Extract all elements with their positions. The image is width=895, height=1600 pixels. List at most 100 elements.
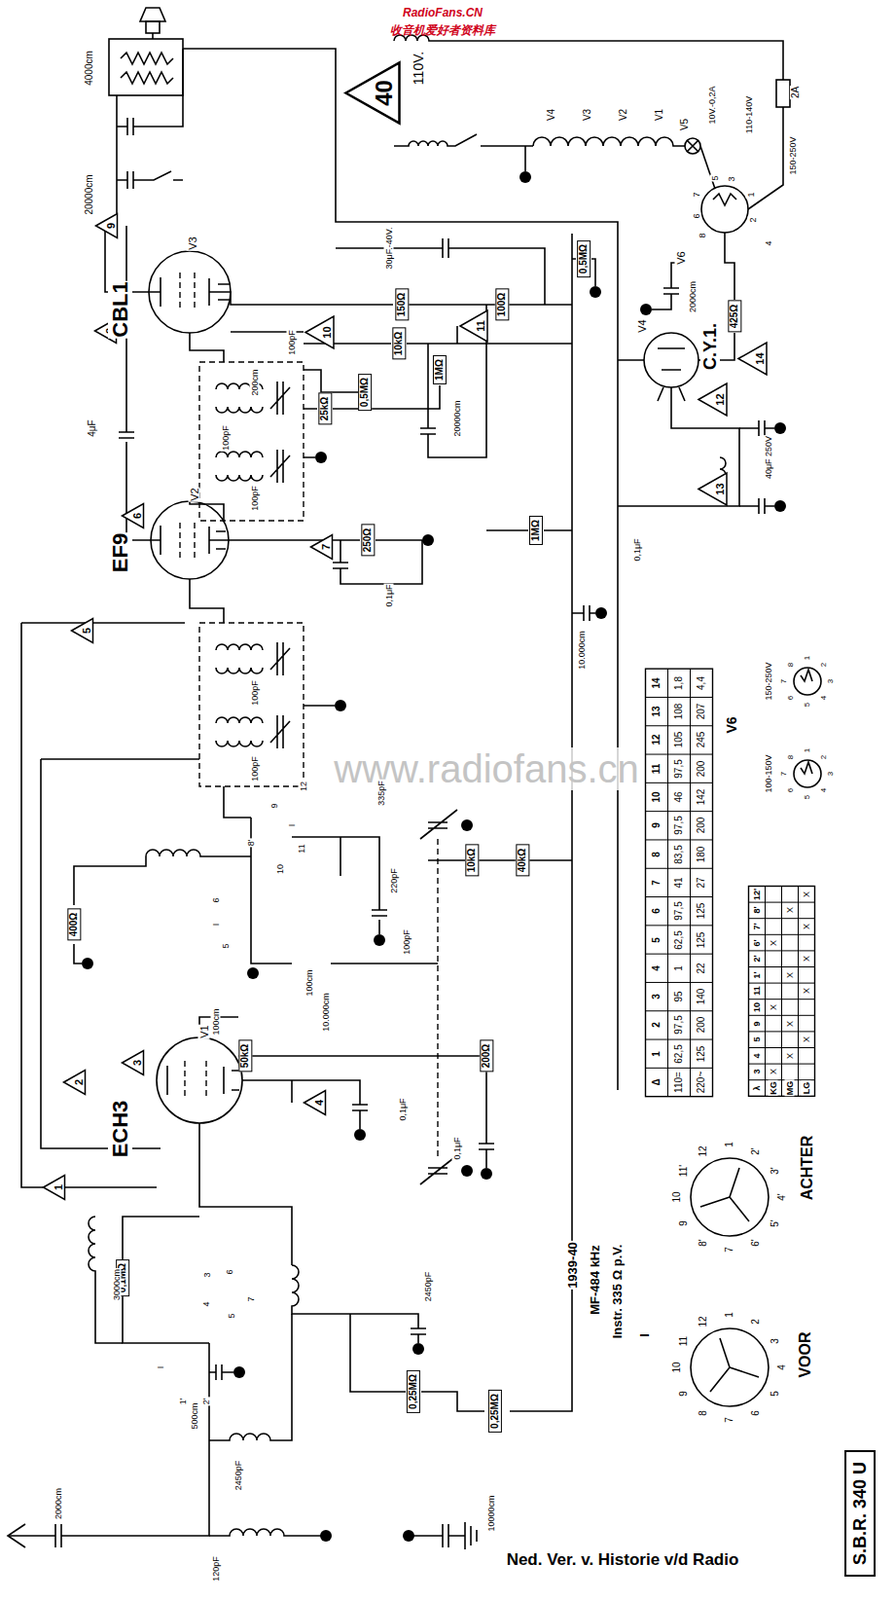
label-text: 2: [819, 661, 828, 668]
label-text: 12: [650, 733, 662, 747]
schematic-label: X: [802, 954, 812, 963]
label-text: 1: [802, 747, 812, 753]
triangle-outline: [738, 342, 767, 375]
ground-dot: [422, 534, 434, 546]
wire: [478, 1070, 495, 1168]
wire: [700, 145, 716, 189]
schematic-label: 3: [826, 678, 835, 684]
schematic-label: 220~: [696, 1070, 707, 1095]
ground-dot: [334, 699, 347, 712]
label-text: 6: [691, 212, 702, 219]
label-text: 6: [786, 787, 795, 793]
label-text: 150-250V: [763, 660, 774, 701]
schematic-label: 7: [724, 1245, 735, 1253]
resistor-box: 100Ω: [495, 288, 509, 322]
label-text: 3: [726, 175, 737, 182]
schematic-label: 0,1μF: [398, 1096, 408, 1121]
label-text: 6: [786, 694, 795, 701]
ground-dot: [412, 1342, 425, 1355]
schematic-label: 5: [803, 701, 812, 708]
schematic-label: 3: [651, 992, 662, 1001]
schematic-label: X: [769, 1002, 779, 1011]
wire: [408, 1521, 477, 1549]
component-outline: [800, 669, 813, 681]
label-text: 4: [751, 1051, 762, 1059]
schematic-label: 97,5: [674, 815, 684, 836]
wire: [145, 849, 251, 857]
resistor-box: 50kΩ: [238, 1039, 252, 1073]
table-rule: [645, 753, 714, 755]
wire-connector: [408, 303, 496, 306]
label-text: 207: [695, 702, 707, 721]
schematic-label: 6: [787, 787, 795, 793]
node-text: 40: [372, 79, 396, 107]
label-text: 1': [178, 1396, 188, 1406]
label-text: V4: [636, 318, 648, 333]
label-text: 41: [673, 875, 684, 889]
label-text: 7: [723, 1415, 735, 1424]
label-text: 4,4: [695, 675, 707, 691]
test-point-triangle: 40: [345, 61, 401, 124]
schematic-label: 2: [751, 1317, 761, 1325]
schematic-label: 6': [752, 937, 762, 947]
schematic-label: 10: [276, 862, 286, 875]
schematic-label: 62,5: [674, 1042, 684, 1064]
schematic-label: 0,1μF: [385, 582, 394, 608]
label-text: 10: [751, 1001, 762, 1013]
label-text: 10000cm: [486, 1493, 497, 1532]
label-text: X: [768, 938, 779, 947]
ground-dot: [233, 1365, 246, 1378]
schematic-label: V3: [187, 235, 199, 251]
label-text: I: [211, 922, 221, 928]
component-outline: [776, 79, 790, 108]
schematic-label: C.Y.1.: [701, 322, 719, 371]
label-text: V6: [723, 715, 740, 734]
test-point-triangle: 4: [302, 1089, 326, 1116]
schematic-label: 200: [696, 816, 707, 835]
resistor-box: 10kΩ: [465, 844, 479, 877]
label-text: 0,1μF: [632, 537, 643, 562]
label-text: 100pF: [220, 424, 231, 452]
component-outline: [120, 52, 174, 65]
schematic-label: 125: [696, 901, 707, 921]
schematic-label: Δ: [651, 1076, 662, 1086]
node-text: 50kΩ: [239, 1043, 251, 1069]
label-text: 2A: [789, 85, 801, 100]
label-text: ACHTER: [798, 1134, 816, 1202]
node-text: 0,25MΩ: [407, 1373, 419, 1409]
ground-dot: [81, 957, 94, 969]
label-text: 5: [802, 701, 812, 708]
component-outline: [686, 140, 699, 152]
table-rule: [749, 982, 816, 984]
schematic-label: V1: [199, 1023, 211, 1039]
schematic-label: CBL1: [109, 280, 132, 338]
schematic-label: 1': [179, 1396, 188, 1406]
schematic-label: 2': [752, 954, 762, 964]
schematic-label: X: [802, 890, 812, 898]
schematic-label: 10V.-0,2A: [708, 84, 717, 125]
label-text: X: [785, 1051, 795, 1060]
test-point-triangle: 5: [70, 617, 94, 645]
schematic-label: X: [802, 1035, 812, 1043]
table-rule: [749, 917, 816, 919]
schematic-label: 10.000cm: [322, 991, 331, 1033]
node-text: 10kΩ: [393, 331, 404, 357]
component-outline: [145, 21, 160, 34]
table-rule: [645, 1067, 714, 1069]
schematic-label: 8': [247, 838, 256, 848]
schematic-label: 245: [696, 730, 707, 750]
node-text: 12: [715, 393, 726, 405]
label-text: 27: [695, 875, 707, 889]
node-text: 250Ω: [361, 528, 373, 553]
watermark-header: RadioFans.CN: [401, 6, 484, 19]
wire: [209, 1313, 292, 1440]
grid-dashed: [199, 622, 304, 787]
wire: [291, 1264, 427, 1343]
component-outline: [215, 451, 263, 458]
label-text: ECH3: [107, 1099, 133, 1159]
schematic-label: 40μF 250V: [764, 434, 774, 480]
schematic-label: 12: [698, 1145, 709, 1158]
label-text: 200: [695, 816, 707, 835]
label-text: 7: [779, 770, 788, 777]
